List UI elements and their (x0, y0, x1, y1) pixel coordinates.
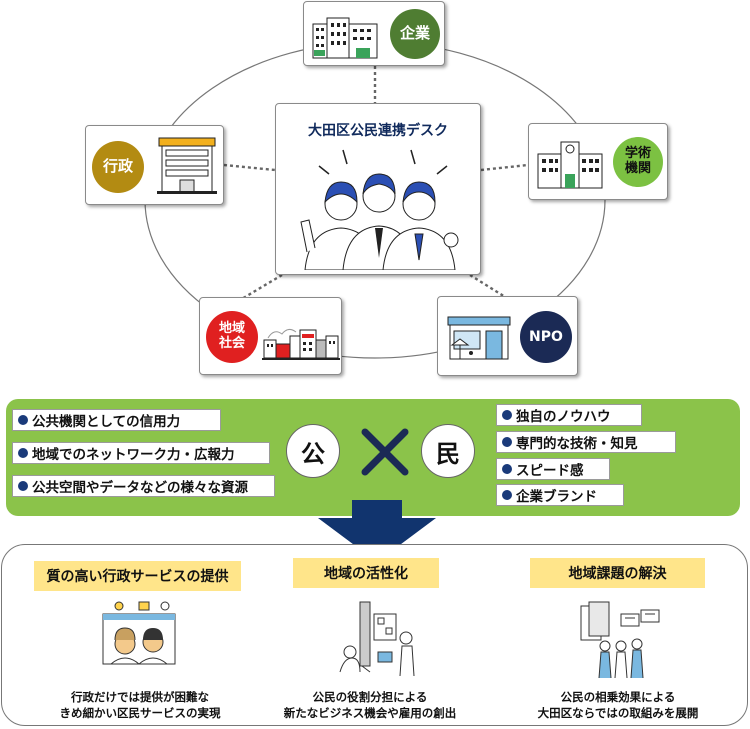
npo-badge: NPO (520, 311, 572, 363)
outcome-caption-line1: 行政だけでは提供が困難な (71, 690, 209, 704)
academic-card: 学術 機関 (528, 123, 668, 200)
outcome-caption: 公民の相乗効果による 大田区ならではの取組みを展開 (508, 689, 728, 721)
school-building-icon (537, 141, 603, 189)
shop-icon (447, 316, 511, 360)
government-label: 行政 (102, 157, 133, 176)
bullet-icon (502, 490, 512, 500)
npo-label: NPO (529, 328, 563, 345)
academic-label-line2: 機関 (624, 161, 651, 176)
community-badge: 地域 社会 (206, 311, 258, 363)
bullet-icon (502, 410, 512, 420)
collaboration-illustration (580, 601, 660, 679)
academic-badge: 学術 機関 (613, 137, 663, 187)
public-item: 公共空間やデータなどの様々な資源 (12, 475, 275, 497)
academic-label-line1: 学術 (624, 146, 651, 162)
public-symbol: 公 (286, 424, 340, 478)
outcome-caption-line2: きめ細かい区民サービスの実現 (59, 706, 221, 720)
private-item-label: 企業ブランド (516, 489, 597, 505)
government-building-icon (157, 137, 217, 194)
public-item-label: 地域でのネットワーク力・広報力 (32, 447, 235, 463)
public-item-label: 公共空間やデータなどの様々な資源 (32, 480, 248, 496)
bullet-icon (18, 448, 28, 458)
public-item: 地域でのネットワーク力・広報力 (12, 442, 270, 464)
private-item: スピード感 (496, 458, 610, 480)
private-item: 企業ブランド (496, 484, 624, 506)
outcome-caption-line2: 大田区ならではの取組みを展開 (537, 706, 699, 720)
government-card: 行政 (85, 125, 224, 205)
npo-card: NPO (437, 296, 578, 376)
private-symbol-label: 民 (436, 439, 460, 468)
bullet-icon (18, 415, 28, 425)
outcome-label-text: 質の高い行政サービスの提供 (46, 569, 229, 585)
enterprise-card: 企業 (303, 1, 445, 66)
outcome-caption-line1: 公民の相乗効果による (560, 690, 676, 704)
outcome-label-text: 地域課題の解決 (568, 566, 667, 582)
staff-illustration (300, 149, 459, 270)
outcome-label: 地域の活性化 (293, 558, 439, 588)
outcome-caption: 公民の役割分担による 新たなビジネス機会や雇用の創出 (265, 689, 475, 721)
office-building-icon (312, 17, 378, 59)
community-label-line1: 地域 (218, 321, 245, 337)
outcome-label: 質の高い行政サービスの提供 (34, 561, 241, 591)
private-item-label: 専門的な技術・知見 (516, 436, 638, 452)
business-presentation-illustration (339, 601, 415, 676)
community-label-line2: 社会 (218, 336, 245, 351)
desk-title: 大田区公民連携デスク (308, 123, 448, 139)
private-item-label: 独自のノウハウ (516, 409, 611, 425)
down-arrow-icon (318, 500, 436, 562)
outcome-label: 地域課題の解決 (530, 558, 705, 588)
private-item-label: スピード感 (516, 463, 584, 479)
outcome-caption: 行政だけでは提供が困難な きめ細かい区民サービスの実現 (20, 689, 260, 721)
bullet-icon (502, 464, 512, 474)
private-symbol: 民 (421, 424, 475, 478)
public-item: 公共機関としての信用力 (12, 409, 221, 431)
private-item: 専門的な技術・知見 (496, 431, 676, 453)
enterprise-label: 企業 (399, 24, 430, 43)
public-item-label: 公共機関としての信用力 (32, 414, 181, 430)
government-badge: 行政 (92, 141, 144, 193)
community-card: 地域 社会 (199, 297, 342, 375)
outcome-label-text: 地域の活性化 (324, 566, 408, 582)
cross-icon (361, 428, 409, 476)
town-icon (262, 328, 340, 360)
private-item: 独自のノウハウ (496, 404, 642, 426)
enterprise-badge: 企業 (390, 9, 440, 59)
public-symbol-label: 公 (301, 439, 325, 468)
bullet-icon (18, 481, 28, 491)
public-private-desk-card: 大田区公民連携デスク (275, 103, 481, 275)
service-consultation-illustration (102, 601, 176, 665)
bullet-icon (502, 437, 512, 447)
outcome-caption-line2: 新たなビジネス機会や雇用の創出 (283, 706, 457, 720)
outcome-caption-line1: 公民の役割分担による (312, 690, 428, 704)
